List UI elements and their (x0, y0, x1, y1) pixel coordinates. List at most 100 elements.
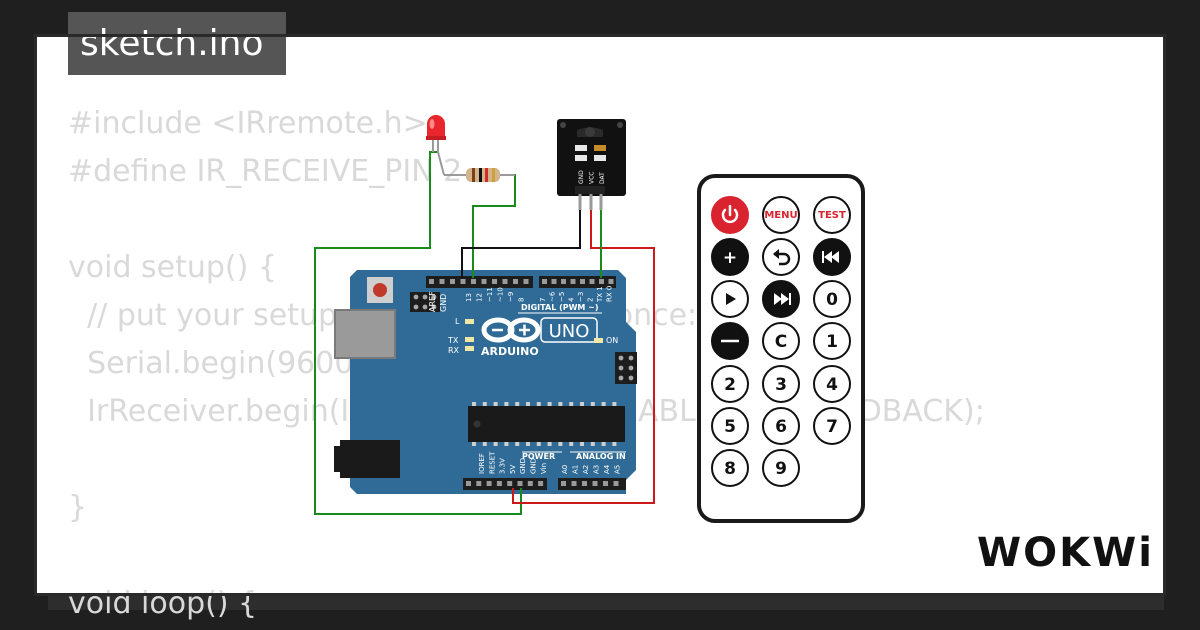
power-pin-label: RESET (488, 451, 496, 474)
remote-button-3[interactable]: 3 (762, 365, 800, 403)
chip-pins (472, 402, 617, 446)
remote-button-label: TEST (818, 210, 846, 221)
analog-pin-label: A3 (593, 465, 601, 474)
remote-button-power[interactable] (711, 196, 749, 234)
remote-buttons: MENU TEST +0C 1 2 3 4 5 6 7 8 9 (711, 196, 851, 487)
file-tab[interactable]: sketch.ino (68, 12, 286, 75)
chip-pin (515, 402, 520, 406)
remote-button-label: 6 (775, 417, 787, 437)
pin-hole (571, 481, 577, 486)
remote-button-7[interactable]: 7 (813, 407, 851, 445)
remote-button-8[interactable]: 8 (711, 449, 749, 487)
chip-pin (569, 442, 574, 446)
wire-resistor-pin13[interactable] (472, 174, 516, 278)
pin-hole (589, 279, 595, 284)
remote-button-c[interactable]: C (762, 322, 800, 360)
wire-sensor-gnd[interactable] (461, 194, 581, 278)
remote-button-6[interactable]: 6 (762, 407, 800, 445)
remote-button-plus[interactable]: + (711, 238, 749, 276)
usb-port (335, 310, 395, 358)
ir-sensor-pin-label: VCC (589, 172, 596, 184)
red-led[interactable] (426, 115, 446, 152)
play-icon (726, 293, 736, 305)
remote-button-label: 5 (724, 417, 736, 437)
digital-pin-label: ~6 (549, 291, 557, 302)
chip-pin (612, 402, 617, 406)
reset-button[interactable] (373, 283, 387, 297)
chip-pin (482, 442, 487, 446)
digital-pin-label: 12 (476, 293, 484, 302)
remote-button-9[interactable]: 9 (762, 449, 800, 487)
digital-header-title: DIGITAL (PWM ~) (521, 303, 599, 312)
ir-sensor-pin-label: GND (578, 170, 585, 184)
chip-pin (547, 442, 552, 446)
wire-sensor-5v[interactable] (512, 194, 655, 504)
digital-pin-label: 13 (465, 293, 473, 302)
fast-forward-icon (774, 293, 789, 305)
remote-button-5[interactable]: 5 (711, 407, 749, 445)
chip-pin (601, 442, 606, 446)
power-jack-tip (334, 446, 342, 472)
digital-pin-label: 8 (518, 298, 526, 302)
remote-button-back[interactable] (762, 238, 800, 276)
remote-button-minus[interactable] (711, 322, 749, 360)
remote-button-label: 4 (826, 375, 838, 395)
remote-button-next[interactable] (762, 280, 800, 318)
remote-button-1[interactable]: 1 (813, 322, 851, 360)
pin-hole (592, 481, 598, 486)
arduino-infinity-logo (481, 317, 541, 343)
remote-button-menu[interactable]: MENU (762, 196, 800, 234)
chip-pin (526, 442, 530, 446)
code-line: #define IR_RECEIVE_PIN 2 (68, 154, 463, 189)
chip-pin (536, 402, 541, 406)
pin-hole (603, 481, 608, 486)
remote-button-label: C (775, 332, 787, 352)
digital-pin-holes (429, 279, 614, 284)
power-header-title: POWER (522, 452, 555, 461)
power-header (463, 478, 547, 490)
pin-hole (523, 279, 529, 284)
remote-button-label: 9 (775, 459, 787, 479)
remote-button-play[interactable] (711, 280, 749, 318)
chip-pin (547, 402, 552, 406)
chip-pin (482, 402, 487, 406)
digital-pin-label: 4 (568, 297, 576, 302)
pin-hole (481, 279, 487, 284)
remote-button-2[interactable]: 2 (711, 365, 749, 403)
pin-hole (527, 481, 533, 486)
code-line: Serial.begin(9600); (68, 346, 376, 381)
remote-button-label: + (723, 248, 737, 268)
pin-hole (439, 279, 445, 284)
chip-pin (569, 402, 574, 406)
remote-button-0[interactable]: 0 (813, 280, 851, 318)
wokwi-logo: WOKWi (977, 530, 1152, 576)
remote-button-test[interactable]: TEST (813, 196, 851, 234)
analog-pin-label: A2 (582, 465, 590, 474)
remote-button-label: 1 (826, 332, 838, 352)
digital-pin-label: 2 (587, 298, 595, 302)
chip-pin (493, 402, 498, 406)
pin-hole (570, 279, 576, 284)
gnd-top-label: GND (439, 294, 448, 312)
pin-hole (538, 481, 544, 486)
resistor[interactable] (437, 151, 515, 182)
remote-button-4[interactable]: 4 (813, 365, 851, 403)
remote-button-prev[interactable] (813, 238, 851, 276)
uno-badge (540, 317, 598, 343)
ir-receiver-module[interactable] (557, 119, 626, 210)
power-pin-label: GND (530, 458, 538, 474)
arduino-brand-text: ARDUINO (481, 345, 539, 358)
power-icon (721, 208, 739, 224)
icsp-header-right (615, 352, 637, 384)
power-jack (340, 440, 400, 478)
digital-pin-label: ~3 (577, 292, 585, 302)
pin-hole (517, 481, 523, 486)
pin-hole (429, 279, 434, 284)
wire-led-gnd[interactable] (314, 151, 522, 515)
remote-button-label: 2 (724, 375, 736, 395)
